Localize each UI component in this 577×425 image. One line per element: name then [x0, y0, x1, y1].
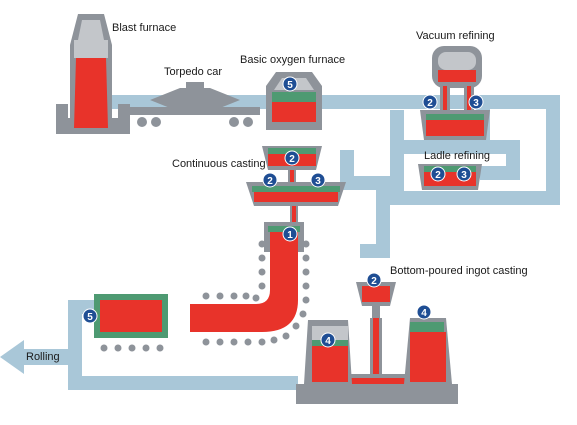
svg-text:1: 1	[287, 230, 293, 241]
badge-mould: 1	[282, 226, 298, 242]
slab	[94, 294, 168, 352]
badge-ingot-ladle: 2	[366, 272, 382, 288]
bottom-poured-ingot-casting	[296, 282, 458, 404]
blast-furnace	[56, 14, 130, 134]
torpedo-car	[130, 82, 260, 127]
step-badges: 5 2 3 2 3 2 2 3	[82, 76, 484, 348]
vacuum-refining-vessel	[420, 46, 490, 140]
badge-tundish-right: 3	[310, 172, 326, 188]
label-torpedo-car: Torpedo car	[164, 66, 223, 78]
badge-bof: 5	[282, 76, 298, 92]
flow-path	[0, 95, 560, 390]
svg-text:5: 5	[87, 312, 93, 323]
label-rolling: Rolling	[26, 351, 60, 363]
badge-ingot-right: 4	[416, 304, 432, 320]
ladle-refining-vessel	[418, 164, 482, 190]
svg-text:2: 2	[371, 276, 377, 287]
label-ladle-refining: Ladle refining	[424, 150, 491, 162]
badge-vacuum-left: 2	[422, 94, 438, 110]
label-vacuum-refining: Vacuum refining	[416, 30, 495, 42]
label-basic-oxygen-furnace: Basic oxygen furnace	[240, 54, 346, 66]
svg-text:3: 3	[315, 176, 321, 187]
label-bottom-poured-ingot-casting: Bottom-poured ingot casting	[390, 265, 528, 277]
badge-cc-ladle: 2	[284, 150, 300, 166]
badge-vacuum-right: 3	[468, 94, 484, 110]
continuous-casting	[190, 146, 346, 346]
badge-ladle-left: 2	[430, 166, 446, 182]
label-continuous-casting: Continuous casting	[172, 158, 266, 170]
label-blast-furnace: Blast furnace	[112, 22, 177, 34]
svg-text:2: 2	[427, 98, 433, 109]
svg-text:2: 2	[435, 170, 441, 181]
svg-text:2: 2	[267, 176, 273, 187]
badge-ladle-right: 3	[456, 166, 472, 182]
badge-slab: 5	[82, 308, 98, 324]
svg-text:3: 3	[461, 170, 467, 181]
svg-text:2: 2	[289, 154, 295, 165]
badge-ingot-left: 4	[320, 332, 336, 348]
svg-text:4: 4	[325, 336, 331, 347]
badge-tundish-left: 2	[262, 172, 278, 188]
svg-text:3: 3	[473, 98, 479, 109]
svg-text:5: 5	[287, 80, 293, 91]
svg-text:4: 4	[421, 308, 427, 319]
